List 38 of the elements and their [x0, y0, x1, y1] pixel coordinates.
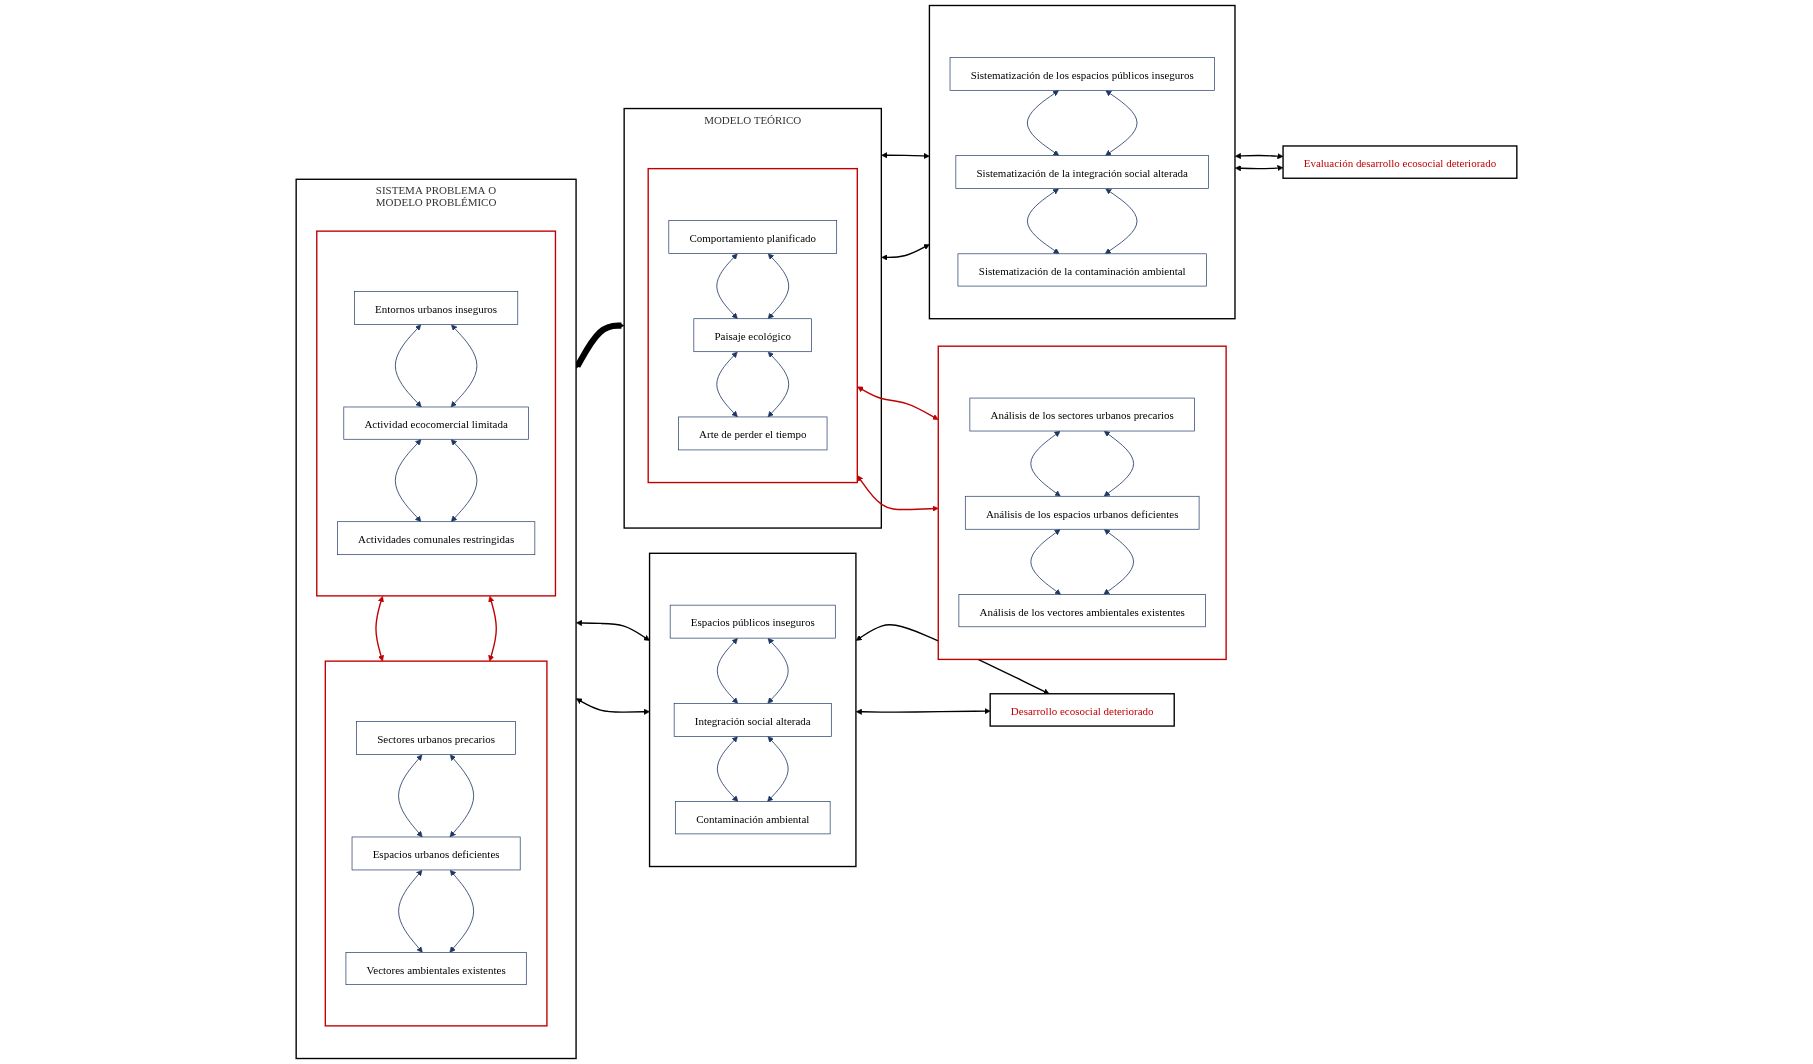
- arrow: [855, 708, 991, 715]
- arrow: [881, 152, 930, 159]
- node-box: Contaminación ambiental: [675, 801, 831, 835]
- arrow: [576, 620, 650, 641]
- arrow: [488, 595, 497, 662]
- node-box: Sistematización de los espacios públicos inseguros: [949, 57, 1215, 91]
- cluster: [316, 230, 557, 597]
- node-box: Arte de perder el tiempo: [678, 416, 828, 451]
- node-box: Espacios urbanos deficientes: [351, 836, 521, 871]
- cluster: [648, 552, 857, 868]
- node-box: Análisis de los espacios urbanos deficientes: [964, 495, 1200, 530]
- arrow: [576, 698, 650, 715]
- node-box: Sistematización de la contaminación ambiental: [957, 253, 1207, 287]
- node-box: Integración social alterada: [673, 703, 832, 737]
- node-box: Análisis de los vectores ambientales existentes: [958, 594, 1206, 628]
- node-box: Sistematización de la integración social alterada: [955, 155, 1209, 189]
- node-box: Sectores urbanos precarios: [356, 721, 516, 755]
- node-box: Desarrollo ecosocial deteriorado: [989, 693, 1175, 727]
- cluster: [324, 660, 548, 1027]
- cluster: [647, 167, 858, 484]
- node-box: Entornos urbanos inseguros: [354, 291, 519, 325]
- arrow: [1235, 152, 1284, 160]
- arrow: [375, 595, 384, 662]
- node-box: Análisis de los sectores urbanos precarios: [969, 397, 1195, 432]
- arrow: [574, 322, 625, 369]
- node-box: Vectores ambientales existentes: [345, 952, 527, 985]
- arrow: [881, 244, 930, 261]
- arrow: [1235, 165, 1284, 172]
- cluster: [937, 345, 1227, 661]
- node-box: Espacios públicos inseguros: [669, 604, 836, 639]
- node-box: Paisaje ecológico: [693, 318, 812, 353]
- cluster: [928, 4, 1236, 320]
- node-box: Evaluación desarrollo ecosocial deteriorado: [1282, 145, 1518, 179]
- arrow: [857, 386, 939, 420]
- node-box: Actividades comunales restringidas: [337, 521, 536, 555]
- node-box: Comportamiento planificado: [668, 220, 838, 254]
- arrow: [857, 475, 939, 512]
- node-box: Actividad ecocomercial limitada: [343, 406, 529, 440]
